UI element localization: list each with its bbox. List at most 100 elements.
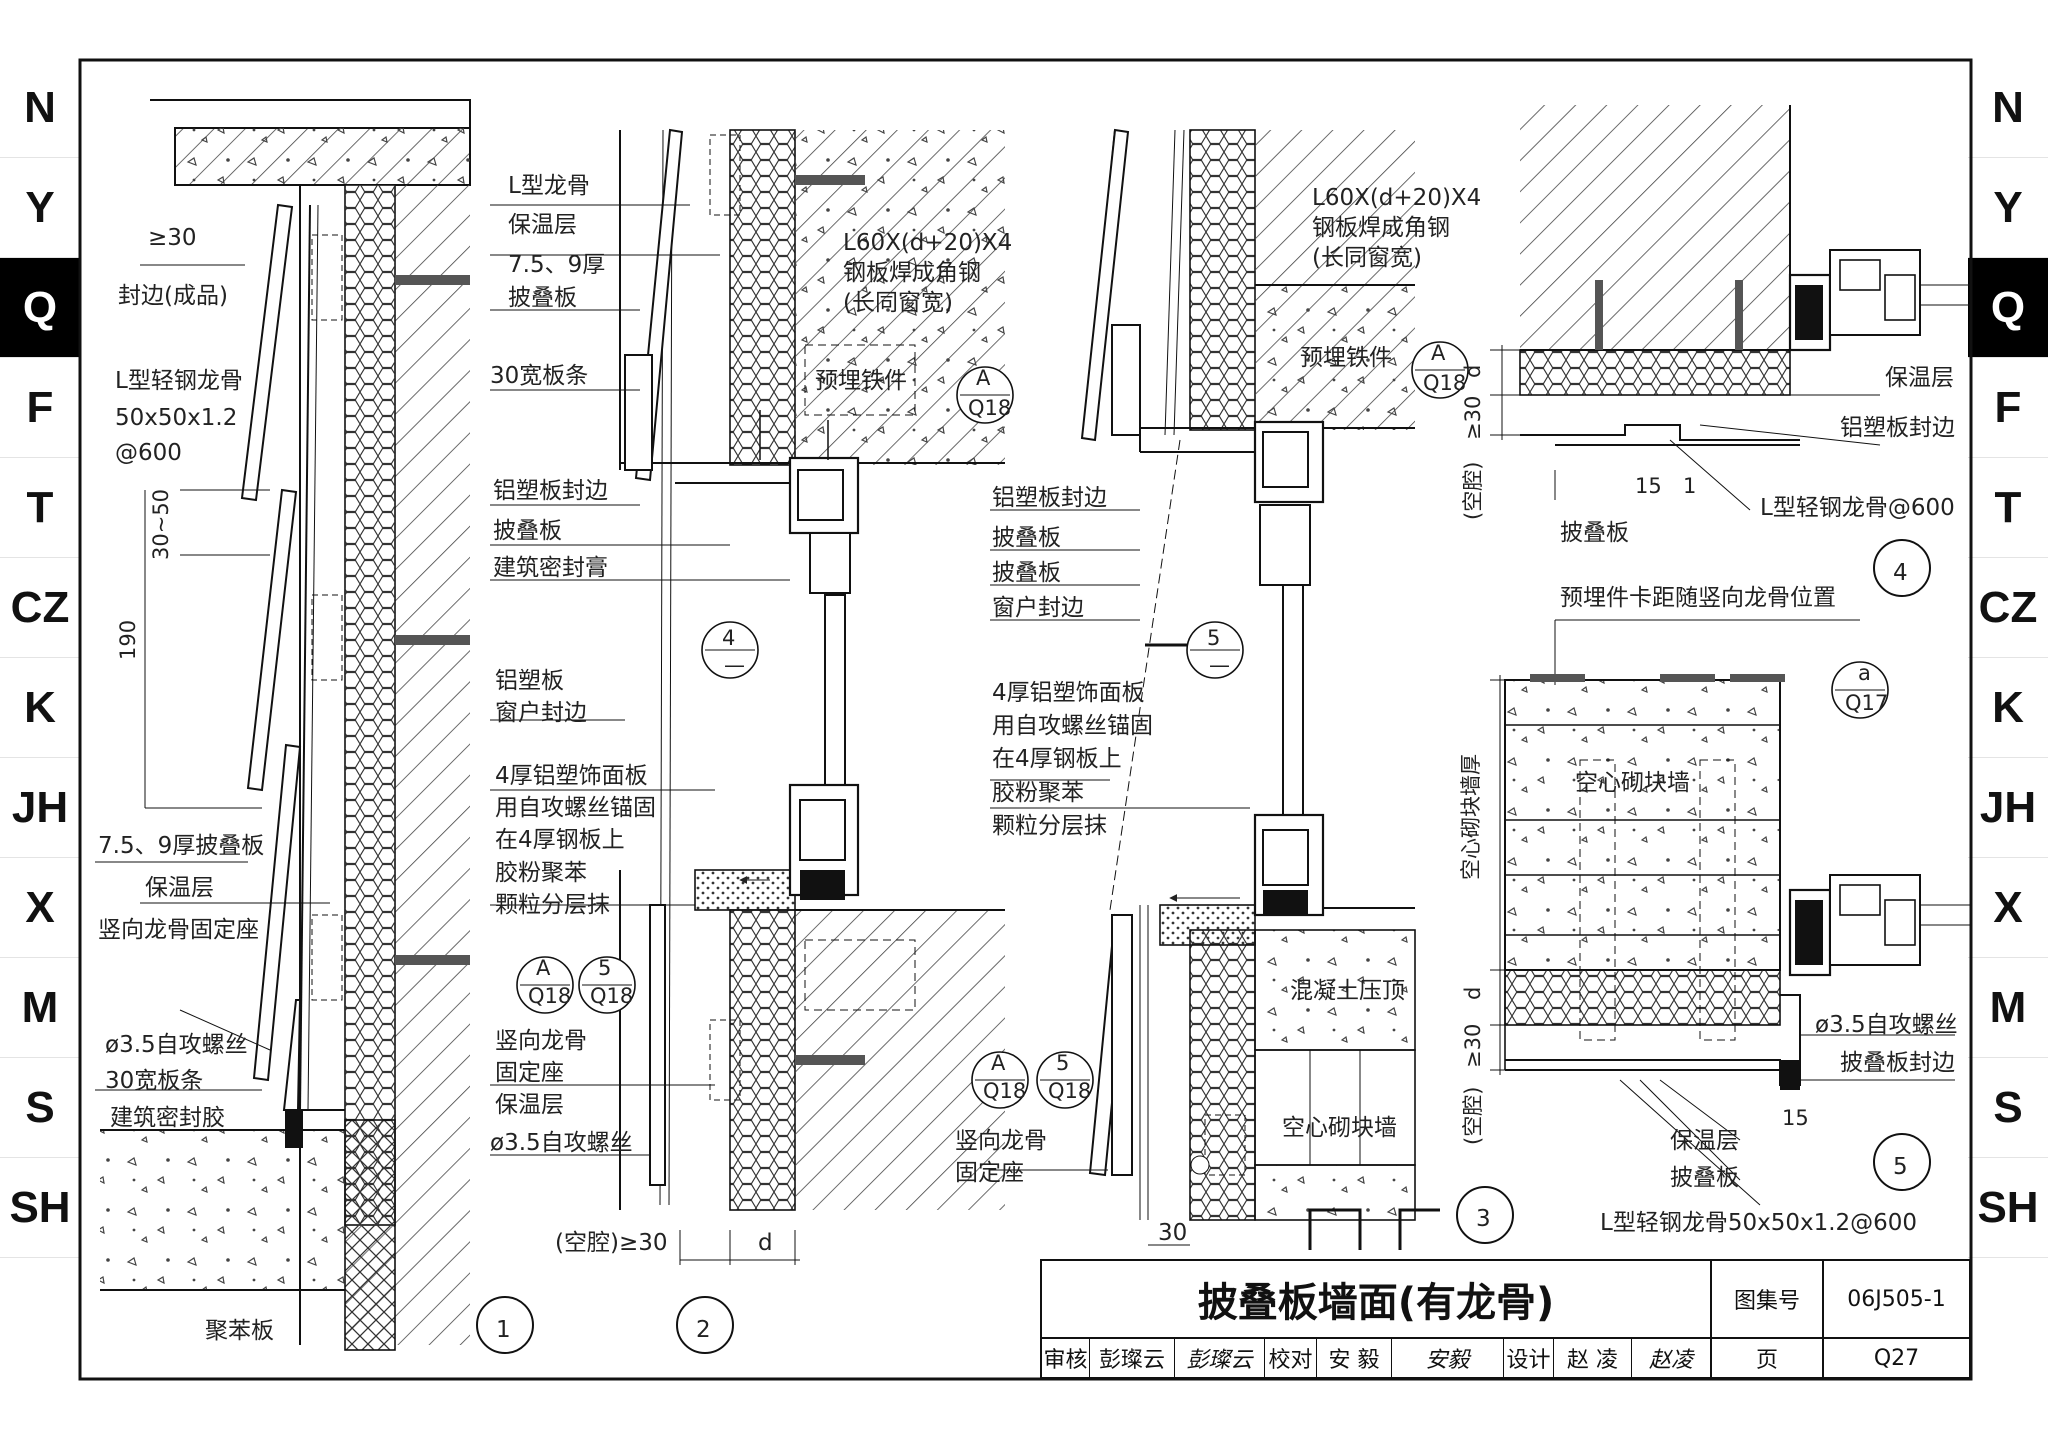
detail-5-number: 5 bbox=[1893, 1154, 1908, 1180]
index-tab-k[interactable]: K bbox=[0, 658, 80, 758]
index-tab-n[interactable]: N bbox=[0, 58, 80, 158]
detail-1-labels: ≥30 封边(成品) L型轻钢龙骨 50x50x1.2 @600 30~50 1… bbox=[98, 225, 511, 1344]
index-tab-y[interactable]: Y bbox=[1968, 158, 2048, 258]
svg-text:—: — bbox=[1209, 653, 1230, 677]
detail-2 bbox=[490, 128, 1014, 1354]
index-tab-m[interactable]: M bbox=[1968, 958, 2048, 1058]
label-bantiao: 30宽板条 bbox=[105, 1068, 203, 1094]
label-kongqiang: (空腔)≥30 bbox=[555, 1230, 667, 1256]
label-chuang: 窗户封边 bbox=[495, 700, 587, 726]
label-lvsuban: 铝塑板 bbox=[495, 668, 564, 694]
detail-1 bbox=[95, 99, 534, 1354]
label-mianban-1b: 4厚铝塑饰面板 bbox=[992, 680, 1145, 706]
label-qianghou: 空心砌块墙厚 bbox=[1459, 754, 1483, 880]
index-tab-t[interactable]: T bbox=[0, 458, 80, 558]
label-yumai-5: 预埋件卡距随竖向龙骨位置 bbox=[1560, 585, 1836, 611]
reviewer-name: 彭璨云 bbox=[1090, 1339, 1175, 1377]
atlas-label: 图集号 bbox=[1712, 1261, 1824, 1339]
label-jiaofen-1b: 胶粉聚苯 bbox=[992, 780, 1084, 806]
index-tab-cz[interactable]: CZ bbox=[1968, 558, 2048, 658]
page-number: Q27 bbox=[1873, 1345, 1920, 1371]
atlas-number: 06J505-1 bbox=[1824, 1261, 1969, 1339]
label-mifeng: 建筑密封胶 bbox=[110, 1105, 225, 1131]
index-tab-x[interactable]: X bbox=[1968, 858, 2048, 958]
label-kongqiang-4: (空腔) bbox=[1461, 462, 1485, 520]
detail-4-labels: 保温层 铝塑板封边 d ≥30 (空腔) 15 1 L型轻钢龙骨@600 披叠板… bbox=[1461, 365, 1955, 586]
label-bantiao-2: 30宽板条 bbox=[490, 363, 588, 389]
svg-text:A: A bbox=[1431, 341, 1446, 365]
index-tab-sh[interactable]: SH bbox=[0, 1158, 80, 1258]
review-label: 审核 bbox=[1042, 1339, 1090, 1377]
label-baowen-3: 保温层 bbox=[495, 1092, 564, 1118]
svg-text:a: a bbox=[1858, 661, 1871, 685]
label-shuxiang-1: 竖向龙骨 bbox=[495, 1028, 587, 1054]
design-label: 设计 bbox=[1504, 1339, 1554, 1377]
index-tab-jh[interactable]: JH bbox=[0, 758, 80, 858]
label-jiaofen-2b: 颗粒分层抹 bbox=[992, 813, 1107, 839]
label-d-5: d bbox=[1461, 987, 1485, 1000]
label-ge30-5: ≥30 bbox=[1461, 1024, 1485, 1068]
label-lgang-5: L型轻钢龙骨50x50x1.2@600 bbox=[1600, 1210, 1917, 1236]
label-baowen: 保温层 bbox=[145, 875, 214, 901]
index-tab-q[interactable]: Q bbox=[0, 258, 80, 358]
index-tab-x[interactable]: X bbox=[0, 858, 80, 958]
label-yumai-b: 预埋铁件 bbox=[1300, 345, 1392, 371]
index-tab-t[interactable]: T bbox=[1968, 458, 2048, 558]
label-30: 30 bbox=[1158, 1220, 1187, 1246]
label-jiaogang-2b: 钢板焊成角钢 bbox=[1312, 215, 1450, 241]
label-jiaogang-1: L60X(d+20)X4 bbox=[843, 230, 1012, 256]
label-fengbian-4: 铝塑板封边 bbox=[1840, 415, 1955, 441]
sheet-frame bbox=[78, 58, 1973, 1381]
checker-name: 安 毅 bbox=[1317, 1339, 1392, 1377]
label-mianban-3: 在4厚钢板上 bbox=[495, 827, 625, 853]
svg-text:Q18: Q18 bbox=[983, 1079, 1026, 1103]
index-tab-f[interactable]: F bbox=[0, 358, 80, 458]
label-qikuai: 空心砌块墙 bbox=[1282, 1115, 1397, 1141]
svg-text:5: 5 bbox=[1056, 1051, 1069, 1075]
label-lvsu-b: 铝塑板封边 bbox=[992, 485, 1107, 511]
svg-text:Q18: Q18 bbox=[590, 984, 633, 1008]
svg-text:Q18: Q18 bbox=[1048, 1079, 1091, 1103]
label-baowen-5: 保温层 bbox=[1670, 1128, 1739, 1154]
label-jiaogang-1b: L60X(d+20)X4 bbox=[1312, 185, 1481, 211]
label-pidie-b1: 披叠板 bbox=[992, 525, 1061, 551]
label-shuxiang-2: 固定座 bbox=[495, 1060, 564, 1086]
index-tab-n[interactable]: N bbox=[1968, 58, 2048, 158]
label-kongqiang-5: (空腔) bbox=[1461, 1087, 1485, 1145]
detail-5 bbox=[1490, 619, 1971, 1206]
index-tab-s[interactable]: S bbox=[0, 1058, 80, 1158]
detail-2-labels: L型龙骨 保温层 7.5、9厚 披叠板 30宽板条 L60X(d+20)X4 钢… bbox=[490, 173, 1012, 1343]
label-mianban-1: 4厚铝塑饰面板 bbox=[495, 763, 648, 789]
label-30-50: 30~50 bbox=[149, 489, 173, 560]
index-tab-f[interactable]: F bbox=[1968, 358, 2048, 458]
label-hou-1: 7.5、9厚 bbox=[508, 252, 605, 278]
index-tab-cz[interactable]: CZ bbox=[0, 558, 80, 658]
index-tab-jh[interactable]: JH bbox=[1968, 758, 2048, 858]
label-lgang-3: @600 bbox=[115, 440, 182, 466]
label-pidie-5: 披叠板 bbox=[1670, 1165, 1739, 1191]
label-shuxiang-1b: 竖向龙骨 bbox=[955, 1128, 1047, 1154]
svg-text:Q18: Q18 bbox=[968, 396, 1011, 420]
index-tab-s[interactable]: S bbox=[1968, 1058, 2048, 1158]
designer-name: 赵 凌 bbox=[1554, 1339, 1632, 1377]
index-tab-q[interactable]: Q bbox=[1968, 258, 2048, 358]
detail-4 bbox=[1490, 105, 1971, 597]
label-baowen-4: 保温层 bbox=[1885, 365, 1954, 391]
index-tab-y[interactable]: Y bbox=[0, 158, 80, 258]
title-block: 披叠板墙面(有龙骨) 图集号 06J505-1 审核 彭璨云 彭璨云 校对 安 … bbox=[1040, 1259, 1971, 1379]
label-d-4: d bbox=[1461, 365, 1485, 378]
reviewer-signature: 彭璨云 bbox=[1175, 1339, 1265, 1377]
svg-text:—: — bbox=[724, 653, 745, 677]
check-label: 校对 bbox=[1265, 1339, 1317, 1377]
label-fengbian: 封边(成品) bbox=[118, 283, 228, 309]
label-pidie: 7.5、9厚披叠板 bbox=[98, 833, 264, 859]
label-lgugu: L型龙骨 bbox=[508, 173, 590, 199]
index-tab-k[interactable]: K bbox=[1968, 658, 2048, 758]
label-pidie-4: 披叠板 bbox=[1560, 520, 1629, 546]
label-shuxiang-2b: 固定座 bbox=[955, 1160, 1024, 1186]
index-tab-sh[interactable]: SH bbox=[1968, 1158, 2048, 1258]
index-tab-m[interactable]: M bbox=[0, 958, 80, 1058]
svg-text:5: 5 bbox=[598, 956, 611, 980]
